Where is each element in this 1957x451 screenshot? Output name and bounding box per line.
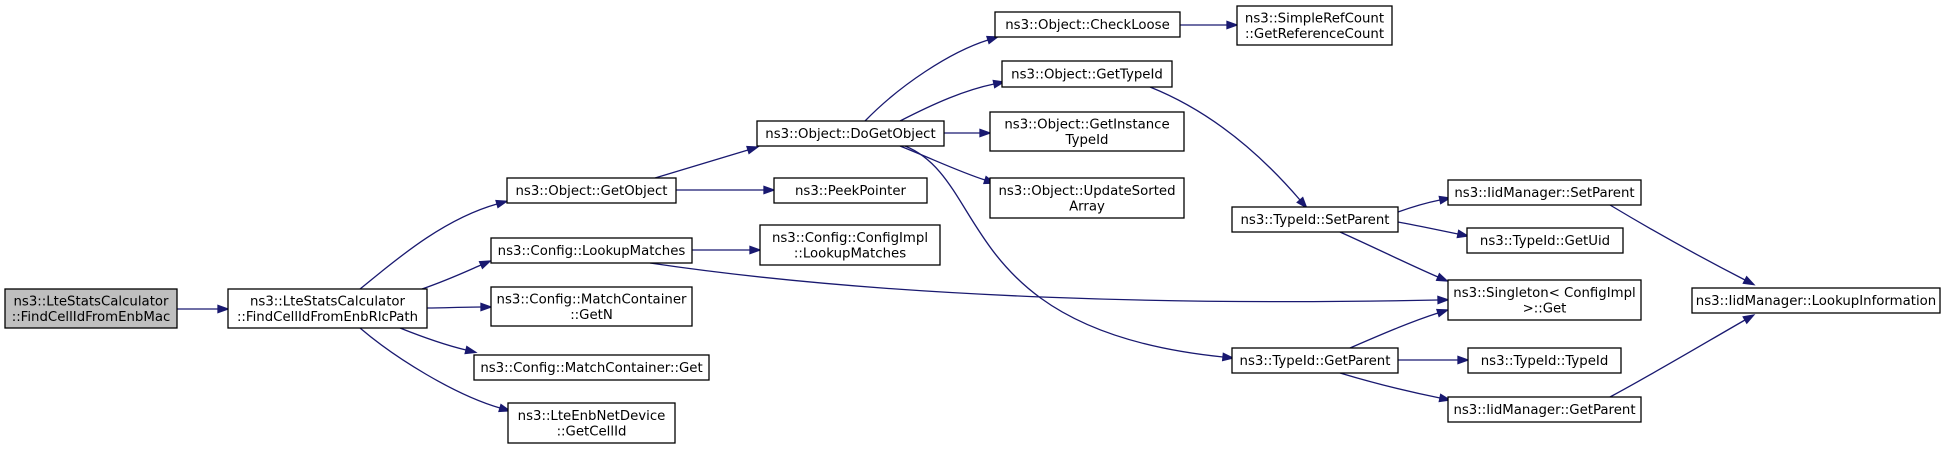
edge-setparent-to-iidsetparent [1397,195,1452,213]
edge-dogetobject-to-checkloose [864,35,1000,122]
edge-lookupmatches-to-configimpllookup [691,245,762,255]
edge-typeidgetparent-to-iidgetparent [1339,372,1452,403]
node-label: ns3::IidManager::LookupInformation [1696,294,1936,309]
node-typeidgetparent[interactable]: ns3::TypeId::GetParent [1231,347,1399,374]
node-label: ns3::Config::LookupMatches [498,244,686,259]
edge-setparent-to-getuid [1397,221,1470,239]
node-peekpointer[interactable]: ns3::PeekPointer [773,177,928,204]
node-findcellrlc[interactable]: ns3::LteStatsCalculator::FindCellIdFromE… [227,288,428,329]
edge-dogetobject-to-typeidgetparent [904,145,1235,362]
node-label: ns3::LteEnbNetDevice [518,409,666,424]
node-label: ns3::Object::GetInstance [1004,117,1169,132]
edge-dogetobject-to-gettypeid [899,79,1006,122]
node-label: ns3::PeekPointer [795,184,907,199]
node-label: ns3::Config::MatchContainer::Get [480,361,702,376]
edge-typeidgetparent-to-singletonget [1349,308,1450,349]
node-getcellid[interactable]: ns3::LteEnbNetDevice::GetCellId [507,402,676,444]
edge-findcellrlc-to-lookupmatches [421,260,492,290]
node-root: ns3::LteStatsCalculator::FindCellIdFromE… [4,288,178,329]
node-dogetobject[interactable]: ns3::Object::DoGetObject [756,120,945,147]
node-iidsetparent[interactable]: ns3::IidManager::SetParent [1447,179,1642,206]
edge-findcellrlc-to-getcellid [359,327,512,413]
edge-dogetobject-to-getinstancetypeid [944,128,992,138]
call-edges [177,20,1756,413]
node-label: ::GetCellId [557,424,627,439]
node-label: ns3::LteStatsCalculator [250,294,406,309]
node-label: ns3::TypeId::SetParent [1240,213,1389,228]
node-label: ns3::Object::GetObject [515,184,667,199]
edge-iidsetparent-to-lookupinfo [1609,204,1756,286]
node-getuid[interactable]: ns3::TypeId::GetUid [1466,227,1624,254]
node-label: ns3::Config::ConfigImpl [772,231,928,246]
node-lookupmatches[interactable]: ns3::Config::LookupMatches [490,237,693,264]
node-label: ns3::Object::GetTypeId [1011,68,1163,83]
edge-findcellrlc-to-getn [426,302,493,312]
node-label: ns3::Object::CheckLoose [1005,18,1170,33]
node-label: ns3::SimpleRefCount [1245,11,1384,26]
edge-typeidgetparent-to-typeidctor [1398,355,1470,365]
node-checkloose[interactable]: ns3::Object::CheckLoose [994,11,1181,38]
edge-gettypeid-to-setparent [1149,86,1308,210]
node-label: ns3::Singleton< ConfigImpl [1453,286,1635,301]
edge-lookupmatches-to-singletonget [649,262,1450,305]
edge-getobject-to-dogetobject [654,145,760,179]
node-label: ::FindCellIdFromEnbMac [12,310,171,325]
node-label: ::LookupMatches [794,246,906,261]
node-label: ns3::Object::DoGetObject [765,127,935,142]
node-setparent[interactable]: ns3::TypeId::SetParent [1231,206,1399,233]
edge-setparent-to-singletonget [1339,231,1449,282]
node-label: ns3::TypeId::GetParent [1240,354,1391,369]
node-label: ns3::TypeId::GetUid [1480,234,1610,249]
node-label: ::GetN [570,308,613,323]
node-configimpllookup[interactable]: ns3::Config::ConfigImpl::LookupMatches [759,224,941,266]
node-label: Array [1069,199,1105,214]
node-iidgetparent[interactable]: ns3::IidManager::GetParent [1447,396,1642,423]
node-label: ns3::Object::UpdateSorted [998,184,1175,199]
call-nodes: ns3::LteStatsCalculator::FindCellIdFromE… [4,5,1941,444]
node-label: TypeId [1065,133,1109,148]
node-mcget[interactable]: ns3::Config::MatchContainer::Get [473,354,710,381]
node-label: ns3::IidManager::SetParent [1454,186,1634,201]
node-label: >::Get [1523,301,1567,316]
node-gettypeid[interactable]: ns3::Object::GetTypeId [1001,60,1173,88]
edge-root-to-findcellrlc [177,304,230,314]
edge-findcellrlc-to-mcget [399,327,478,355]
edge-checkloose-to-getrefcount [1180,20,1239,30]
node-getobject[interactable]: ns3::Object::GetObject [506,177,677,204]
node-label: ns3::TypeId::TypeId [1481,354,1609,369]
edge-findcellrlc-to-getobject [359,199,509,290]
node-label: ns3::IidManager::GetParent [1453,403,1635,418]
node-label: ns3::LteStatsCalculator [13,294,169,309]
node-getrefcount[interactable]: ns3::SimpleRefCount::GetReferenceCount [1236,5,1393,46]
node-getn[interactable]: ns3::Config::MatchContainer::GetN [490,286,693,327]
node-typeidctor[interactable]: ns3::TypeId::TypeId [1467,347,1622,374]
node-lookupinfo[interactable]: ns3::IidManager::LookupInformation [1691,287,1941,314]
node-label: ::GetReferenceCount [1245,27,1384,42]
node-label: ::FindCellIdFromEnbRlcPath [237,310,418,325]
node-singletonget[interactable]: ns3::Singleton< ConfigImpl >::Get [1447,279,1642,321]
edge-getobject-to-peekpointer [675,185,776,195]
edge-iidgetparent-to-lookupinfo [1609,314,1756,398]
node-label: ns3::Config::MatchContainer [497,292,687,307]
